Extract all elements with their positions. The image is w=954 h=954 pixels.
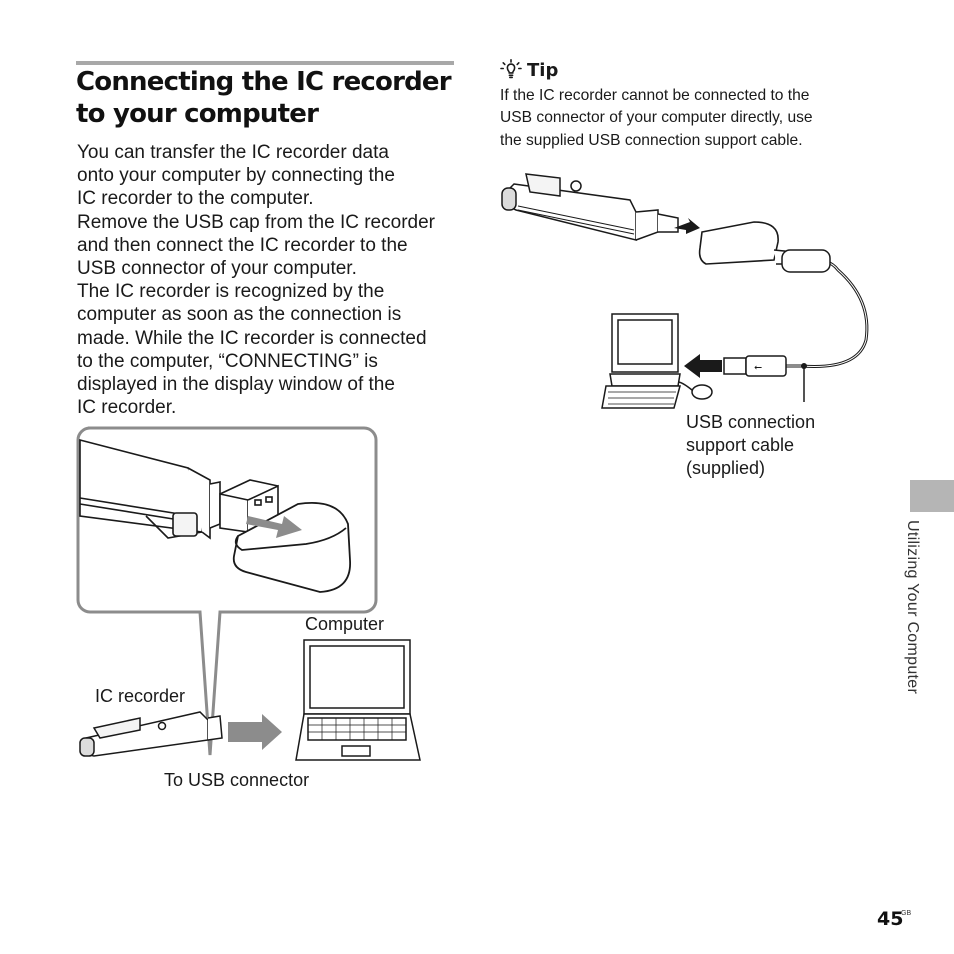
page-region: GB <box>901 910 912 917</box>
computer-label: Computer <box>305 614 385 634</box>
lightbulb-icon <box>500 59 522 79</box>
page-title: Connecting the IC recorder to your compu… <box>76 67 452 129</box>
desktop-computer <box>601 313 713 409</box>
usb-adapter <box>698 221 795 265</box>
usb-connector-label: To USB connector <box>164 770 310 790</box>
cable-figure: ⭠ <box>501 173 869 409</box>
section-title: Utilizing Your Computer <box>904 520 921 695</box>
ic-recorder <box>79 711 223 757</box>
ferrite-core <box>781 249 831 273</box>
connection-figure <box>76 426 421 761</box>
heading-rule <box>76 61 454 65</box>
cable-label: USB connection support cable (supplied) <box>686 412 816 478</box>
tip-heading: Tip <box>500 59 558 81</box>
support-cable <box>784 256 869 368</box>
tip-ic-recorder <box>501 173 679 241</box>
section-tab <box>910 480 954 512</box>
body-text: You can transfer the IC recorder data on… <box>77 142 435 419</box>
usb-connect-arrow <box>228 714 282 750</box>
ic-recorder-label: IC recorder <box>95 686 186 706</box>
tip-label: Tip <box>527 59 559 81</box>
laptop-computer <box>295 639 421 761</box>
page-number: 45 <box>877 908 904 930</box>
tip-arrow-left <box>684 354 722 378</box>
svg-text:⭠: ⭠ <box>754 362 762 373</box>
usb-plug: ⭠ <box>723 355 787 377</box>
remove-cap-arrow <box>246 516 302 538</box>
tip-arrow-up <box>674 218 700 234</box>
tip-text: If the IC recorder cannot be connected t… <box>500 87 813 149</box>
